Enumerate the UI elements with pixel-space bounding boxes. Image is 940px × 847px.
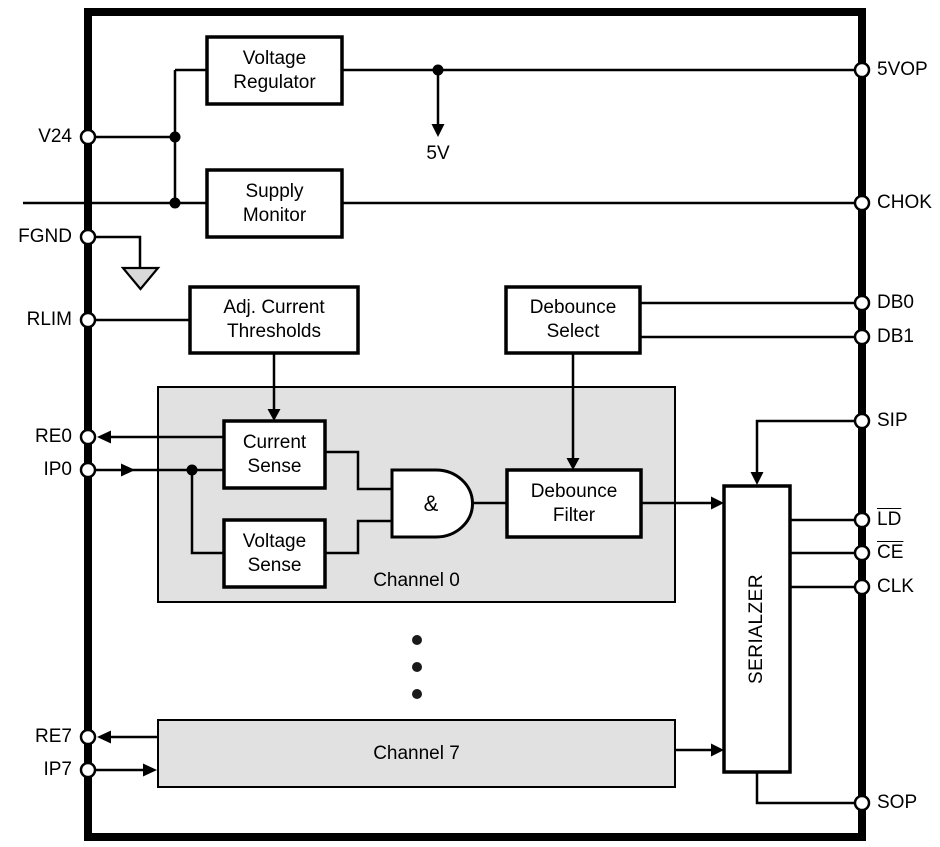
pin-label-chok: CHOK (877, 192, 932, 213)
pin-label-rlim: RLIM (26, 309, 72, 330)
pin-label-v24: V24 (38, 126, 72, 147)
arrowhead-ip0-in (121, 463, 135, 477)
pin-circle-sip (853, 412, 871, 430)
wire-sip (755, 419, 862, 475)
pin-circle-re7 (79, 728, 97, 746)
pin-label-ld-active-low: LD (877, 509, 902, 530)
pin-circle-db0 (853, 294, 871, 312)
pin-circle-chok (853, 194, 871, 212)
voltage-sense-label: Voltage Sense (242, 530, 307, 576)
pin-label-sip: SIP (877, 410, 908, 431)
channel-ellipsis (412, 635, 422, 699)
wire-voltage-sense-out (325, 519, 392, 555)
pin-label-db0: DB0 (877, 292, 914, 313)
ground-symbol-icon (120, 266, 161, 291)
wire-fgnd (88, 235, 142, 268)
current-sense-label: Current Sense (242, 431, 307, 477)
pin-label-re0: RE0 (35, 426, 72, 447)
arrowhead-channel7-to-serializer (711, 743, 724, 757)
pin-label-ce-active-low: CE (877, 542, 904, 563)
ellipsis-dot (412, 635, 422, 645)
and-gate-label: & (423, 490, 439, 516)
voltage-regulator-label: Voltage Regulator (233, 47, 316, 93)
5v-rail-label: 5V (426, 143, 450, 164)
arrowhead-debounce-down (566, 458, 580, 470)
wires (23, 68, 862, 805)
wire-sop (755, 772, 862, 805)
wire-current-sense-out (325, 450, 392, 491)
adj-current-thresholds-label: Adj. Current Thresholds (223, 297, 325, 342)
junction-dot (169, 197, 181, 209)
block-voltage-sense (222, 518, 327, 589)
pin-circle-re0 (79, 428, 97, 446)
block-debounce-select (504, 285, 642, 355)
pin-circle-rlim (79, 311, 97, 329)
debounce-select-label: Debounce Select (529, 297, 617, 342)
arrowhead-re7-out (97, 730, 111, 744)
block-current-sense (222, 419, 327, 490)
pin-label-re7: RE7 (35, 726, 72, 747)
block-debounce-filter (505, 468, 643, 539)
pin-circle-ce (853, 544, 871, 562)
channel-7-region (157, 719, 676, 788)
and-gate-shape (390, 468, 474, 539)
ellipsis-dot (412, 662, 422, 672)
pin-circle-ld (853, 511, 871, 529)
channel-0-label: Channel 0 (373, 570, 460, 591)
block-serializer (722, 484, 792, 774)
block-supply-monitor (205, 168, 344, 239)
arrowhead-thresholds-down (267, 409, 281, 421)
supply-monitor-label: Supply Monitor (242, 180, 307, 226)
pin-label-5vop: 5VOP (877, 59, 928, 80)
ellipsis-dot (412, 689, 422, 699)
pin-label-fgnd: FGND (18, 226, 72, 247)
block-voltage-regulator (205, 35, 344, 106)
pin-label-sop: SOP (877, 792, 918, 813)
pin-label-db1: DB1 (877, 326, 914, 347)
arrowhead-sip-down (750, 472, 764, 485)
pin-label-ip0: IP0 (43, 459, 72, 480)
pin-circle-clk (853, 578, 871, 596)
pin-circle-v24 (79, 128, 97, 146)
arrowhead-filter-to-serializer (711, 496, 724, 510)
junction-dot (169, 131, 181, 143)
serializer-label: SERIALZER (724, 486, 790, 772)
junction-dots (169, 64, 444, 476)
arrowhead-5v-down (431, 124, 445, 137)
debounce-filter-label: Debounce Filter (530, 480, 618, 526)
junction-dot (432, 64, 444, 76)
function-blocks (188, 35, 792, 774)
pin-circle-ip0 (79, 461, 97, 479)
pin-label-clk: CLK (877, 576, 914, 597)
junction-dot (186, 464, 198, 476)
pin-circle-5vop (853, 61, 871, 79)
serializer-label-text: SERIALZER (746, 573, 767, 685)
pin-circle-fgnd (79, 228, 97, 246)
pin-label-ip7: IP7 (43, 759, 72, 780)
arrowheads (97, 124, 764, 777)
pin-circle-ip7 (79, 761, 97, 779)
arrowhead-re0-out (97, 430, 111, 444)
channel-7-label: Channel 7 (373, 742, 460, 764)
arrowhead-ip7-in (143, 763, 157, 777)
pin-circle-db1 (853, 328, 871, 346)
pin-circle-sop (853, 794, 871, 812)
block-adj-current-thresholds (188, 285, 360, 355)
pin-circles (79, 61, 871, 812)
wire-ip0-branch (190, 470, 224, 555)
